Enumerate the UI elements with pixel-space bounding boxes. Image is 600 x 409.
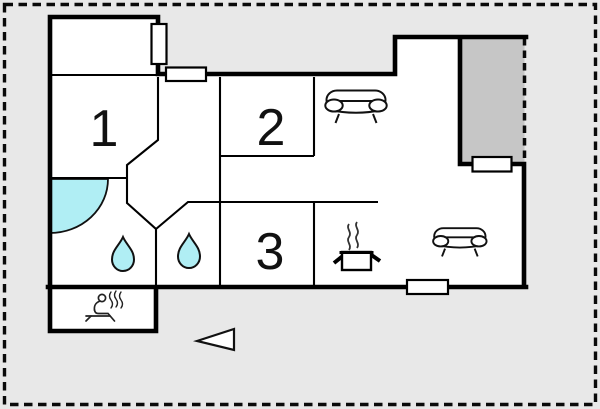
cooking-pot-icon [332,221,382,272]
water-drop-icon [176,231,202,269]
left-wing-floor [50,17,158,331]
interior-walls [50,73,378,287]
terrace [460,37,525,164]
sofa-icon [324,89,388,124]
room-label-3: 3 [256,223,285,281]
room-label-2: 2 [257,99,286,157]
main-floor [158,37,524,287]
living-room-window [405,278,450,296]
room-label-1: 1 [90,100,119,158]
water-drop-icon [110,234,136,272]
entry-door [164,66,208,83]
arrow-icon [192,327,236,352]
window-top-left [150,22,168,66]
terrace-door [471,155,513,173]
sauna-icon [85,290,124,322]
sofa-icon [432,227,488,257]
